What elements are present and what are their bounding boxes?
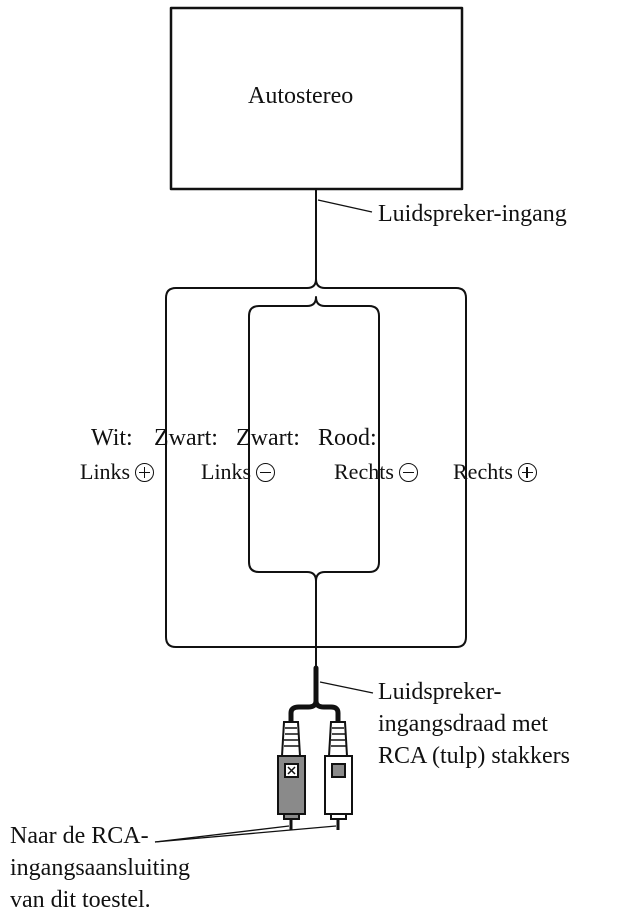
speaker-cable-line-3: RCA (tulp) stakkers bbox=[378, 743, 570, 769]
channel-text: Links bbox=[80, 459, 131, 484]
channel-text: Rechts bbox=[334, 459, 394, 484]
wire-color-black-left: Zwart: bbox=[154, 425, 218, 451]
minus-icon bbox=[398, 463, 418, 482]
channel-text: Rechts bbox=[453, 459, 513, 484]
left-rca-plug bbox=[277, 721, 306, 830]
wire-channel-right-plus: Rechts bbox=[453, 461, 537, 483]
right-rca-plug bbox=[324, 721, 353, 830]
wire-channel-left-plus: Links bbox=[80, 459, 155, 484]
speaker-cable-line-1: Luidspreker- bbox=[378, 679, 502, 705]
wire-channel-left-minus: Links bbox=[201, 459, 276, 484]
rca-target-line-2: ingangsaansluiting bbox=[10, 855, 190, 881]
wire-color-white: Wit: bbox=[91, 425, 133, 451]
channel-text: Links bbox=[201, 459, 252, 484]
minus-icon bbox=[256, 463, 276, 482]
wire-color-black-right: Zwart: bbox=[236, 425, 300, 451]
speaker-input-leader bbox=[317, 199, 373, 213]
speaker-cable-leader bbox=[319, 681, 374, 694]
plus-icon bbox=[135, 463, 155, 482]
rca-target-leader-left bbox=[154, 825, 290, 843]
rca-target-line-1: Naar de RCA- bbox=[10, 823, 149, 849]
wire-color-red: Rood: bbox=[318, 425, 377, 451]
wire-channel-right-minus: Rechts bbox=[334, 461, 418, 483]
speaker-cable-line-2: ingangsdraad met bbox=[378, 711, 548, 737]
speaker-cable-label: Luidspreker- ingangsdraad met RCA (tulp)… bbox=[378, 676, 570, 772]
rca-target-label: Naar de RCA- ingangsaansluiting van dit … bbox=[10, 820, 190, 916]
rca-target-leader-right bbox=[154, 825, 337, 843]
car-stereo-label: Autostereo bbox=[248, 83, 354, 109]
rca-target-line-3: van dit toestel. bbox=[10, 887, 151, 913]
speaker-input-label: Luidspreker-ingang bbox=[378, 201, 567, 227]
rca-fork bbox=[288, 665, 341, 725]
plus-icon bbox=[517, 463, 537, 482]
